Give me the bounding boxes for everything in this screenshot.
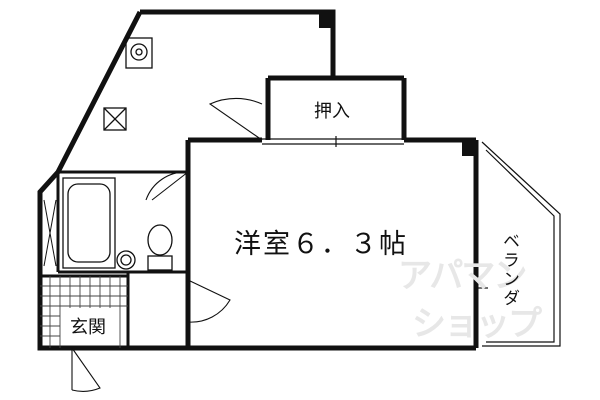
entrance-tiles <box>40 276 128 348</box>
entrance-label: 玄関 <box>70 317 106 338</box>
closet-label: 押入 <box>314 101 350 122</box>
sliding-door <box>262 136 404 147</box>
kitchen-sink <box>125 37 153 69</box>
main-room-label: 洋室６．３帖 <box>234 229 408 260</box>
watermark-line1: アパマン <box>398 256 527 296</box>
column-right <box>462 142 474 156</box>
watermark-line2: ショップ <box>412 304 542 344</box>
basin-toilet <box>116 224 173 271</box>
column-top <box>319 14 331 28</box>
inner-walls <box>40 170 188 348</box>
balcony-outline <box>476 141 561 347</box>
door-swings <box>71 97 263 392</box>
ventilation-fan <box>103 107 127 131</box>
balcony-label: ベランダ <box>499 232 519 308</box>
outer-walls <box>37 9 479 351</box>
small-closet <box>43 199 57 267</box>
bathtub <box>62 177 116 269</box>
